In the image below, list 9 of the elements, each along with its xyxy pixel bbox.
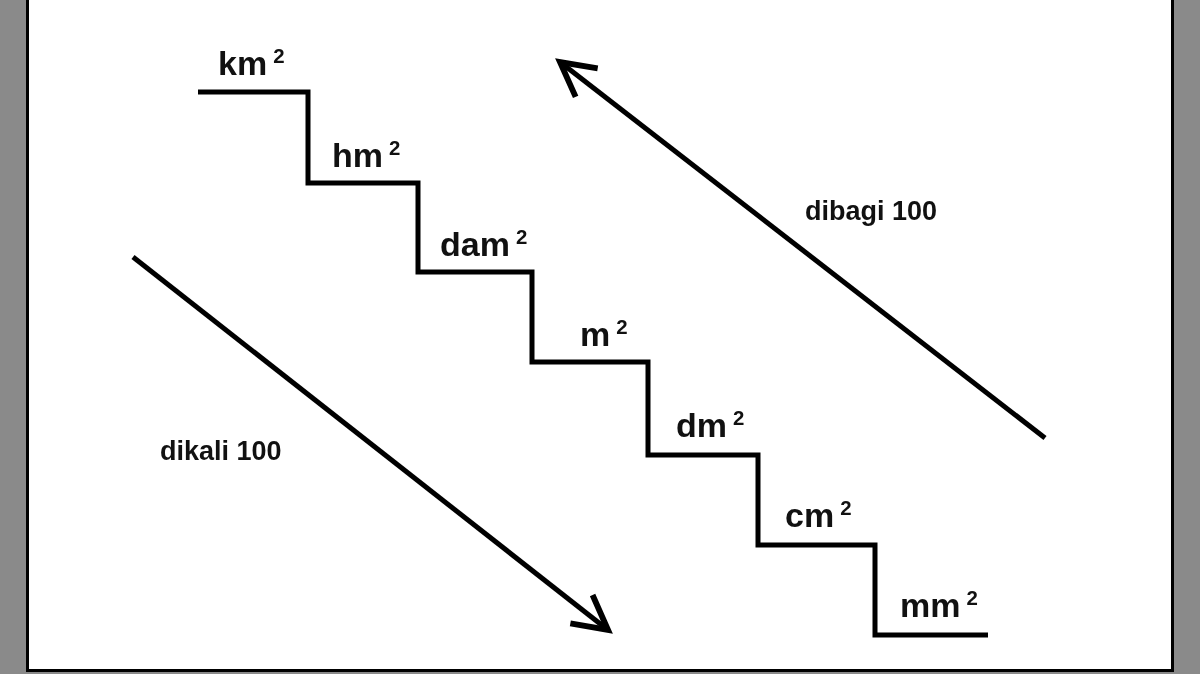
- operation-label: dibagi 100: [805, 198, 938, 225]
- operation-label: dikali 100: [160, 438, 282, 465]
- unit-label: km$^{2}$: [218, 46, 285, 81]
- unit-label: dam$^{2}$: [440, 227, 528, 262]
- unit-label: hm$^{2}$: [332, 138, 401, 173]
- unit-label: mm$^{2}$: [900, 588, 978, 623]
- unit-label: cm$^{2}$: [785, 498, 852, 533]
- unit-label: dm$^{2}$: [676, 408, 745, 443]
- unit-label: m$^{2}$: [580, 317, 628, 352]
